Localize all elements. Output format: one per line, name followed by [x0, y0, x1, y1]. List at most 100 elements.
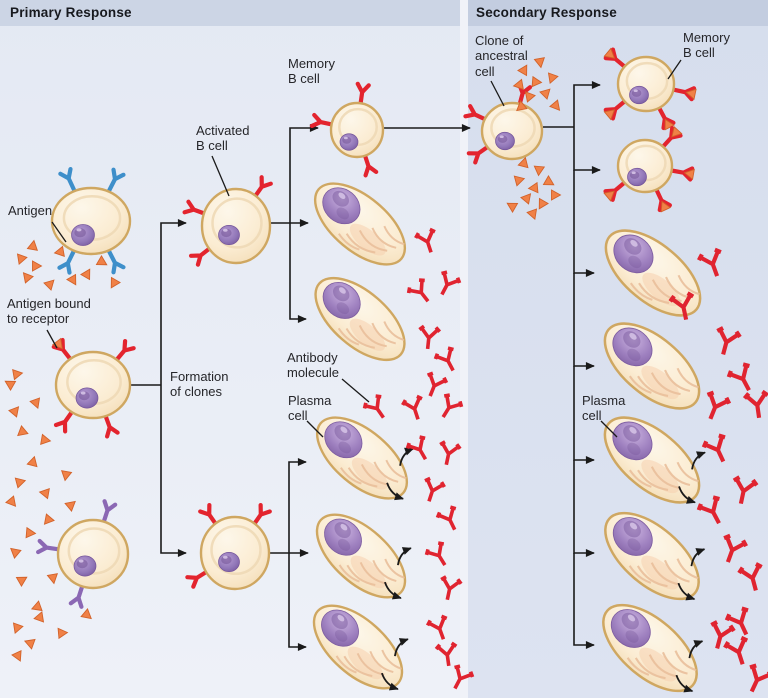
plasma-cell-secondary-4 — [604, 511, 700, 601]
primary-response-header: Primary Response — [10, 5, 132, 20]
antigen-triangle — [513, 175, 526, 187]
antibodies-primary — [362, 227, 475, 690]
antigen-triangle — [40, 433, 52, 445]
antibody-icon — [668, 291, 695, 321]
antibody-icon — [716, 326, 742, 355]
antigen-bound-label: Antigen bound to receptor — [7, 296, 91, 327]
primary-header-band — [0, 0, 460, 26]
clone-connectors — [130, 80, 601, 652]
antigen-triangle — [53, 245, 65, 257]
plasma-cell-secondary-1 — [604, 229, 702, 317]
plasma-nucleus — [324, 518, 362, 556]
antigen-triangle — [22, 272, 34, 284]
antibody-icon — [440, 270, 462, 296]
plasma-cell-secondary-label: Plasma cell — [582, 393, 626, 424]
antigen-triangle — [26, 455, 38, 468]
b-cell-receptor-icon — [653, 186, 672, 213]
b-cell-receptor-icon — [603, 47, 628, 70]
antigen-triangle — [25, 526, 37, 539]
antibody-secretion-arrows — [675, 640, 704, 693]
plasma-nucleus — [612, 421, 653, 461]
naive-b-cell-2-antigen-bound — [51, 337, 136, 439]
antigen-triangle — [57, 627, 69, 640]
connector-line — [573, 80, 601, 127]
antigen-triangle — [43, 513, 55, 525]
activated-b-cell-2 — [185, 502, 272, 591]
antigen-triangle — [32, 260, 43, 272]
antibody-icon — [405, 435, 428, 461]
antigen-triangle — [61, 470, 73, 482]
b-cell-receptor-icon — [603, 98, 628, 121]
antigen-triangle — [531, 75, 543, 88]
plasma-cell-primary-2 — [314, 276, 406, 362]
antigen-triangle — [95, 255, 108, 266]
antigen-triangle — [517, 64, 528, 77]
antibody-icon — [424, 476, 446, 502]
antigen-triangle — [603, 190, 615, 202]
antigen-triangle — [29, 397, 41, 410]
memory-b-cell-secondary-label: Memory B cell — [683, 30, 730, 61]
formation-of-clones-label: Formation of clones — [170, 369, 229, 400]
antigen-triangle — [671, 125, 683, 138]
antibody-icon — [426, 371, 449, 397]
antibodies-secondary — [668, 247, 768, 693]
antigen-triangle — [33, 610, 45, 623]
label-pointer-line — [306, 420, 324, 438]
plasma-nucleus — [324, 421, 363, 459]
antigen-triangle — [524, 91, 536, 103]
antibody-icon — [737, 562, 763, 591]
b-cell-receptor-icon — [656, 105, 676, 131]
b-cell-receptor-icon — [670, 86, 697, 102]
antigen-triangle — [533, 57, 545, 69]
antibody-icon — [726, 362, 751, 392]
antibody-icon — [732, 475, 759, 505]
naive-b-cell-3 — [36, 499, 130, 609]
plasma-cell-secondary-2 — [603, 322, 701, 410]
antigen-triangle — [533, 165, 546, 177]
clone-ancestral-cell — [463, 82, 544, 165]
label-pointer-line — [46, 329, 58, 349]
antigen-triangle — [506, 202, 519, 213]
panel-divider — [460, 0, 468, 698]
antibody-icon — [433, 346, 455, 372]
antigen-triangle — [23, 638, 36, 650]
antigen-triangle — [80, 608, 92, 620]
plasma-cell-primary-4 — [315, 513, 407, 599]
naive-b-cell-1 — [50, 166, 132, 275]
clone-ancestral-cell-label: Clone of ancestral cell — [475, 33, 528, 79]
plasma-nucleus — [321, 609, 359, 647]
connector-line — [288, 553, 307, 652]
antigen-triangle — [520, 193, 532, 205]
label-pointer-lines — [46, 59, 682, 438]
antigen-triangle — [66, 273, 77, 286]
antigen-triangle — [603, 109, 616, 121]
plasma-nucleus — [322, 281, 361, 319]
antigen-triangle — [551, 189, 562, 201]
antigen-triangle — [10, 547, 22, 559]
label-pointer-line — [667, 59, 682, 80]
plasma-cell-primary-label: Plasma cell — [288, 393, 332, 424]
plasma-nucleus — [613, 234, 654, 274]
connector-line — [160, 385, 187, 558]
antibody-secretion-arrows — [678, 451, 706, 504]
label-pointer-line — [51, 221, 67, 243]
antigen-triangle — [539, 88, 551, 100]
secondary-response-header: Secondary Response — [476, 5, 617, 20]
antigen-triangle — [12, 622, 24, 635]
antibody-icon — [710, 620, 736, 649]
antigen-triangle — [603, 47, 616, 59]
b-cell-receptor-icon — [106, 247, 126, 275]
antibody-icon — [434, 641, 458, 667]
plasma-cell-primary-1 — [313, 182, 407, 266]
antigen-triangle — [64, 500, 76, 512]
b-cell-receptor-icon — [603, 180, 628, 202]
connector-line — [289, 123, 319, 223]
antibody-icon — [706, 390, 732, 420]
antibody-icon — [406, 278, 430, 303]
b-cell-receptor-icon — [106, 167, 126, 195]
antigen-triangle — [38, 488, 50, 500]
plasma-cell-secondary-5 — [602, 603, 698, 693]
antibody-icon — [701, 433, 726, 463]
antibody-secretion-arrows — [386, 447, 414, 501]
